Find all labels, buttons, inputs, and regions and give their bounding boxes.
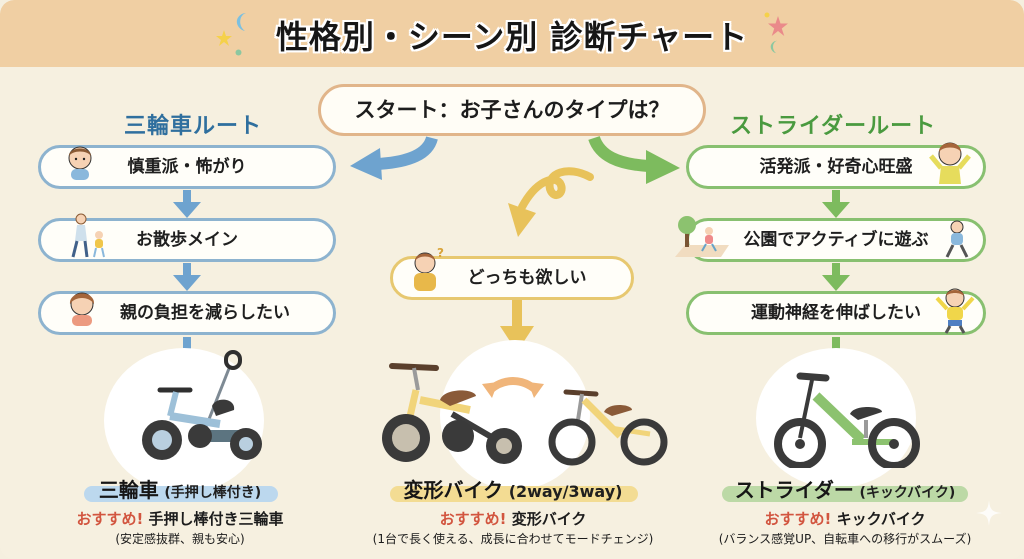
convertible-result-name: 変形バイク (2way/3way)	[370, 474, 656, 503]
kids-playing-park-icon	[675, 216, 729, 257]
moon-icon	[770, 40, 778, 54]
arrow-down	[173, 190, 201, 218]
arrow-to-convertible-route	[508, 167, 594, 237]
worried-child-icon	[68, 146, 92, 180]
cheering-child-icon	[929, 142, 971, 184]
step-label: 親の負担を減らしたい	[120, 303, 290, 323]
running-child-icon	[945, 220, 969, 258]
arrow-to-strider-route	[588, 136, 680, 184]
jumping-child-icon	[935, 288, 975, 334]
convertible-recommendation: おすすめ! 変形バイク	[370, 508, 656, 529]
tricycle-note: (安定感抜群、親も安心)	[115, 532, 245, 546]
tricycle-step-3: 親の負担を減らしたい	[38, 291, 336, 335]
parent-walking-child-icon	[71, 213, 105, 258]
header-banner: 性格別・シーン別 診断チャート	[0, 0, 1024, 67]
tricycle-step-1: 慎重派・怖がり	[38, 145, 336, 189]
step-label: 慎重派・怖がり	[127, 157, 247, 177]
moon-icon	[236, 13, 246, 31]
strider-result-name: ストライダー (キックバイク)	[710, 474, 980, 503]
convertible-image-backdrop	[440, 340, 590, 490]
svg-text:?: ?	[437, 246, 444, 260]
arrow-down	[822, 263, 850, 291]
tired-parent-icon	[69, 292, 95, 326]
arrow-down	[822, 190, 850, 218]
star-icon	[216, 30, 232, 46]
balance-bike-icon	[774, 372, 920, 468]
recommend-item: キックバイク	[836, 510, 926, 528]
recommend-item: 変形バイク	[511, 510, 587, 528]
tricycle-recommendation: おすすめ! 手押し棒付き三輪車	[50, 508, 310, 529]
tricycle-route-title: 三輪車ルート	[124, 114, 263, 139]
thinking-child-icon: ?	[414, 246, 444, 291]
step-label: お散歩メイン	[136, 230, 238, 250]
tricycle-result-name: 三輪車 (手押し棒付き)	[70, 474, 290, 503]
convertible-step-1: ? どっちも欲しい	[390, 246, 634, 300]
strider-result-highlight	[722, 486, 968, 502]
sparkle-icon	[976, 500, 1002, 526]
star-icon	[768, 16, 788, 36]
step-label: 活発派・好奇心旺盛	[759, 157, 913, 177]
arrow-to-tricycle-route	[350, 136, 438, 180]
convertible-result-highlight	[390, 486, 638, 502]
result-subtitle: (2way/3way)	[508, 482, 623, 501]
result-title: ストライダー	[734, 478, 854, 502]
recommend-badge: おすすめ!	[76, 510, 144, 528]
convertible-bike-icon	[382, 363, 668, 466]
result-subtitle: (キックバイク)	[859, 485, 956, 501]
strider-note: (バランス感覚UP、自転車への移行がスムーズ)	[718, 532, 972, 546]
step-label: 公園でアクティブに遊ぶ	[743, 230, 929, 250]
step-label: 運動神経を伸ばしたい	[751, 303, 921, 323]
arrow-down	[173, 263, 201, 291]
strider-step-1: 活発派・好奇心旺盛	[686, 142, 986, 189]
result-title: 変形バイク	[403, 478, 504, 502]
strider-recommendation: おすすめ! キックバイク	[710, 508, 980, 529]
result-subtitle: (手押し棒付き)	[164, 485, 262, 501]
page-title: 性格別・シーン別 診断チャート	[275, 18, 749, 56]
push-handle-tricycle-icon	[142, 350, 262, 460]
dot-icon	[235, 49, 242, 56]
result-title: 三輪車	[98, 478, 159, 502]
convertible-note: (1台で長く使える、成長に合わせてモードチェンジ)	[372, 532, 654, 546]
strider-route-title: ストライダールート	[730, 114, 937, 139]
strider-step-3: 運動神経を伸ばしたい	[686, 288, 986, 335]
dot-icon	[764, 12, 770, 18]
recommend-badge: おすすめ!	[439, 510, 507, 528]
recommend-badge: おすすめ!	[764, 510, 832, 528]
recommend-item: 手押し棒付き三輪車	[148, 510, 284, 528]
tricycle-result-highlight	[84, 486, 278, 502]
strider-step-2: 公園でアクティブに遊ぶ	[675, 216, 986, 262]
start-node: スタート：お子さんのタイプは？	[318, 84, 706, 136]
tricycle-step-2: お散歩メイン	[38, 213, 336, 262]
arrow-down	[500, 300, 534, 352]
step-label: どっちも欲しい	[467, 268, 587, 288]
